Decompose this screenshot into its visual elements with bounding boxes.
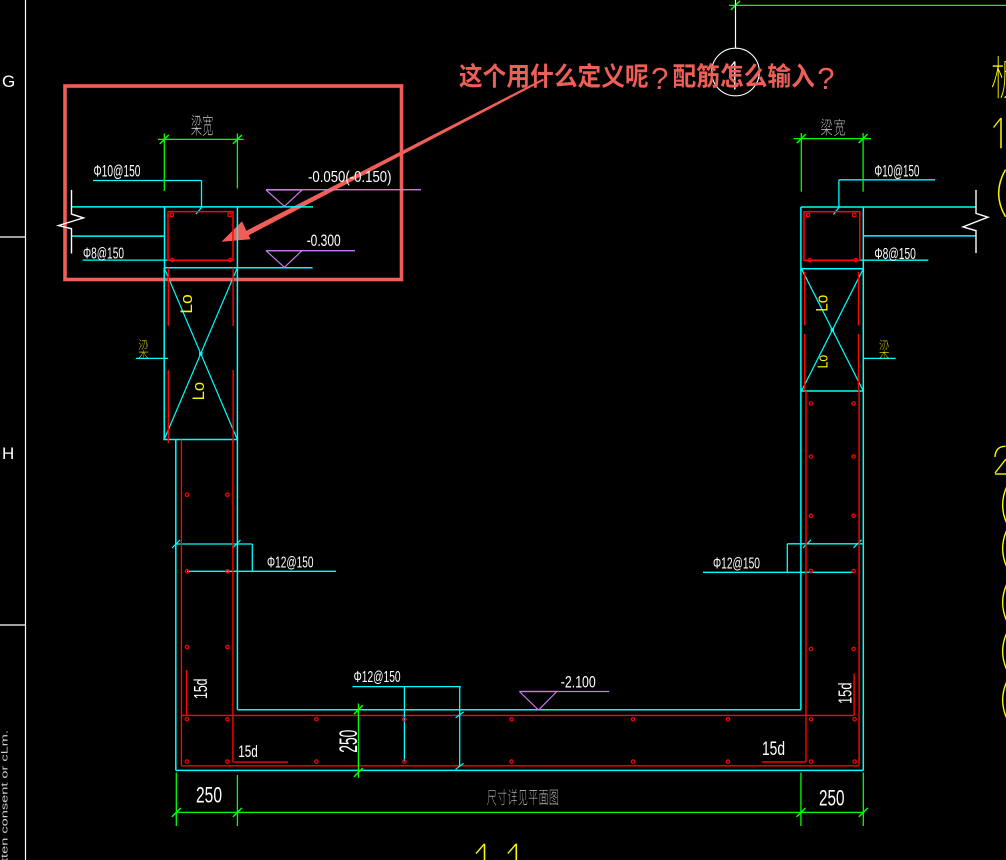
- svg-text:Lo: Lo: [814, 295, 832, 312]
- svg-text:250: 250: [819, 786, 845, 811]
- svg-text:Lo: Lo: [815, 355, 832, 369]
- svg-text:15d: 15d: [191, 679, 211, 700]
- svg-text:15d: 15d: [836, 683, 856, 705]
- svg-text:Lo: Lo: [177, 294, 196, 314]
- svg-text:Lo: Lo: [189, 382, 208, 401]
- svg-text:Φ10@150: Φ10@150: [874, 163, 919, 181]
- svg-text:-2.100: -2.100: [561, 673, 596, 691]
- svg-text:15d: 15d: [238, 742, 257, 761]
- svg-text:?: ?: [651, 61, 668, 96]
- svg-text:Φ12@150: Φ12@150: [354, 669, 401, 686]
- svg-text:Φ8@150: Φ8@150: [83, 246, 124, 263]
- svg-text:-0.050(-0.150): -0.050(-0.150): [308, 169, 392, 186]
- svg-text:250: 250: [335, 730, 363, 753]
- svg-text:Φ12@150: Φ12@150: [267, 555, 314, 572]
- svg-text:Φ10@150: Φ10@150: [94, 163, 141, 181]
- svg-text:Φ8@150: Φ8@150: [874, 246, 916, 263]
- svg-text:?: ?: [817, 61, 834, 96]
- svg-text:G: G: [2, 72, 15, 91]
- svg-text:-0.300: -0.300: [307, 232, 341, 250]
- svg-text:tten consent or cLm.: tten consent or cLm.: [0, 730, 11, 860]
- svg-text:Φ12@150: Φ12@150: [713, 555, 760, 572]
- svg-text:H: H: [2, 444, 14, 463]
- svg-text:15d: 15d: [762, 739, 785, 760]
- svg-text:250: 250: [196, 783, 222, 808]
